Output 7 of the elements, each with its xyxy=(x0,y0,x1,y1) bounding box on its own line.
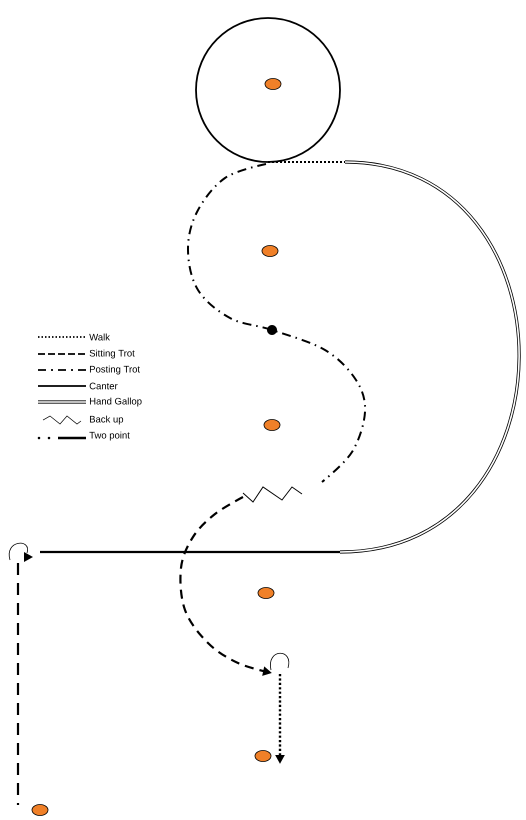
legend-label: Two point xyxy=(89,432,130,440)
legend-label: Posting Trot xyxy=(90,366,140,374)
legend-label: Canter xyxy=(90,382,118,390)
legend-label: Walk xyxy=(89,334,110,340)
legend-label: Hand Gallop xyxy=(90,398,142,406)
legend-label: Sitting Trot xyxy=(90,350,135,358)
legend-label: Back up xyxy=(90,416,124,424)
